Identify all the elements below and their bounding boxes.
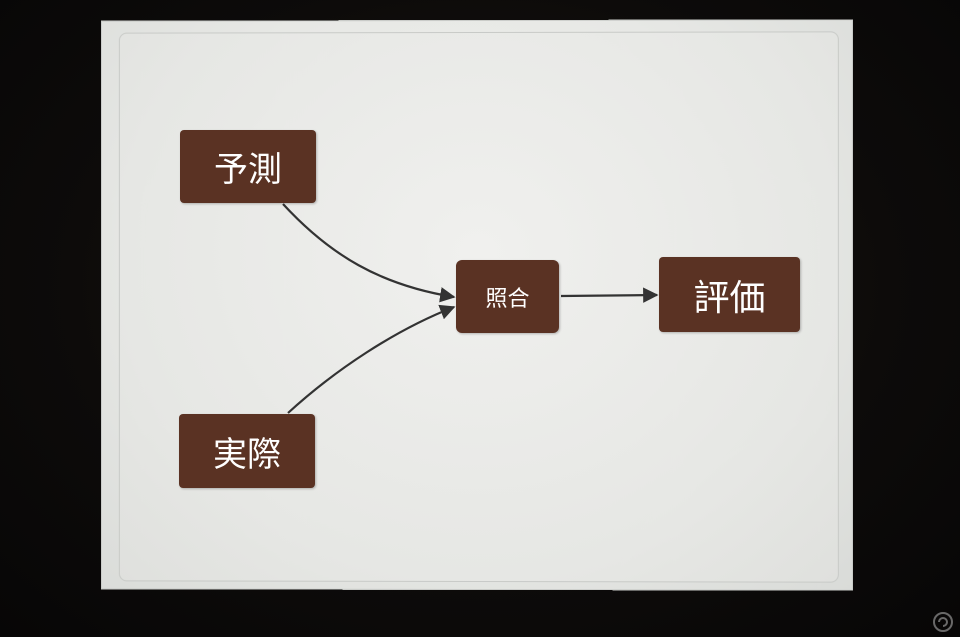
node-evaluation: 評価 bbox=[659, 257, 800, 332]
node-evaluation-label: 評価 bbox=[693, 277, 766, 319]
node-actual: 実際 bbox=[179, 414, 315, 488]
node-comparison-label: 照合 bbox=[485, 286, 530, 312]
node-comparison: 照合 bbox=[456, 260, 559, 333]
node-prediction-label: 予測 bbox=[214, 150, 282, 190]
node-actual-label: 実際 bbox=[213, 434, 281, 475]
watermark-logo-icon bbox=[933, 612, 953, 632]
node-prediction: 予測 bbox=[180, 130, 316, 203]
